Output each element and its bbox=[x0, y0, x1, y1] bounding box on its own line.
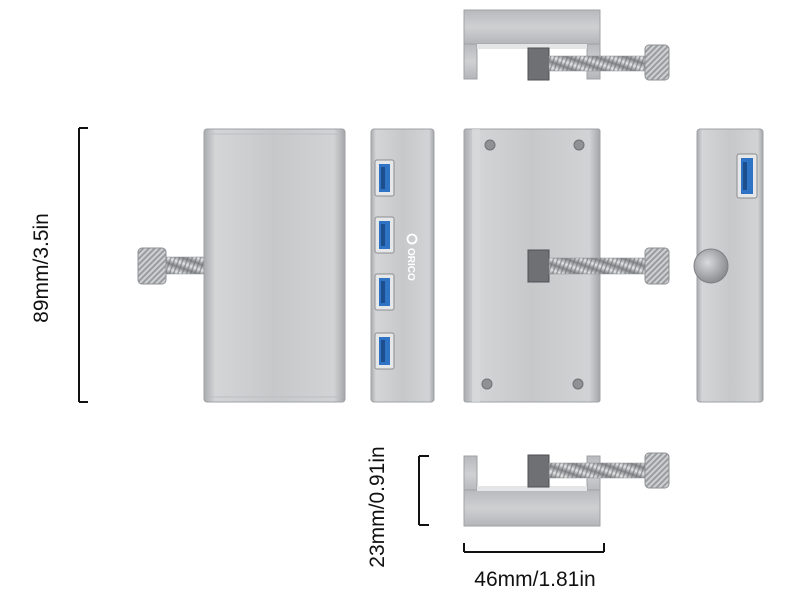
orico-logo-mark bbox=[406, 233, 418, 245]
orico-logo-text: ORICO bbox=[405, 248, 416, 281]
usb-port-1 bbox=[374, 159, 395, 197]
usb-port-4 bbox=[374, 332, 395, 370]
thumbscrew-icon bbox=[548, 452, 670, 489]
width-dimension-label: 46mm/1.81in bbox=[474, 568, 595, 591]
width-dimension: 46mm/1.81in bbox=[463, 543, 605, 591]
depth-dimension: 23mm/0.91in bbox=[366, 446, 429, 568]
thumbscrew-icon bbox=[548, 44, 670, 81]
usb-port-end bbox=[736, 153, 758, 199]
depth-dimension-label: 23mm/0.91in bbox=[366, 446, 389, 567]
top-view-body bbox=[463, 9, 601, 45]
height-dimension-label: 89mm/3.5in bbox=[30, 213, 53, 323]
back-view-body bbox=[203, 128, 346, 403]
bottom-view-body bbox=[463, 489, 601, 527]
usb-port-2 bbox=[374, 216, 395, 254]
usb-port-3 bbox=[374, 273, 395, 311]
side-view-screw-hole bbox=[573, 139, 585, 151]
height-dimension: 89mm/3.5in bbox=[30, 127, 88, 403]
thumbscrew-icon bbox=[548, 247, 670, 285]
side-view bbox=[463, 128, 670, 403]
thumbscrew-icon bbox=[137, 247, 205, 285]
thumbscrew-knob-icon bbox=[693, 248, 729, 284]
side-view-screw-hole bbox=[572, 378, 584, 390]
top-view bbox=[463, 9, 670, 81]
side-view-screw-hole bbox=[484, 139, 496, 151]
back-view bbox=[137, 128, 346, 403]
side-view-screw-hole bbox=[481, 378, 493, 390]
bottom-view bbox=[463, 452, 670, 527]
front-view: ORICO bbox=[370, 128, 435, 403]
end-view bbox=[693, 128, 764, 403]
orico-logo: ORICO bbox=[405, 233, 418, 281]
